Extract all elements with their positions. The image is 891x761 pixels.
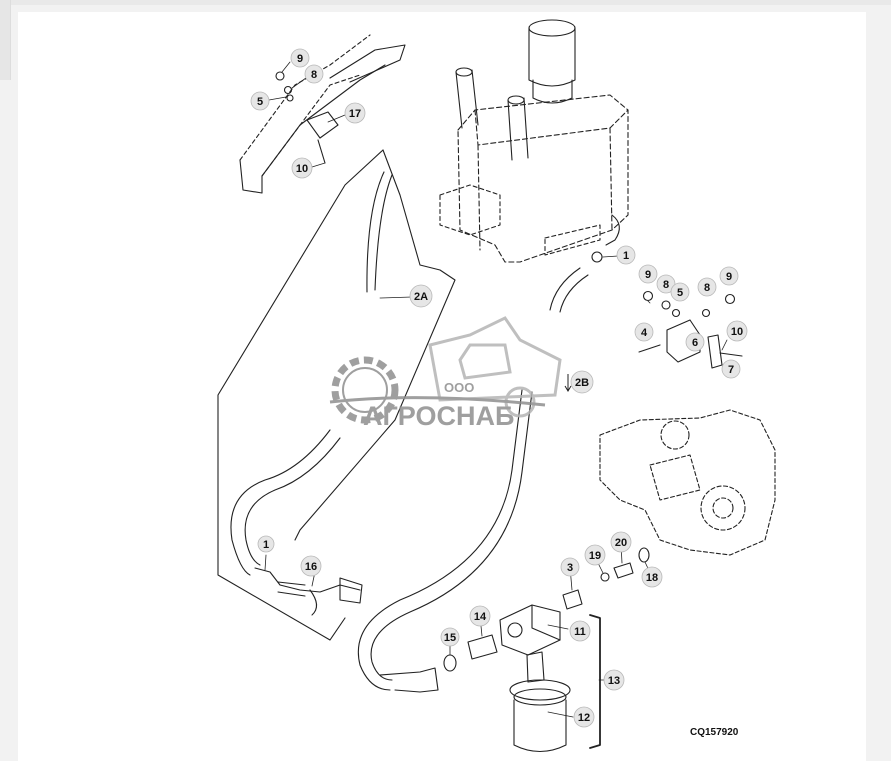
callout-bubble <box>560 557 580 577</box>
callout-label: 11 <box>574 626 586 638</box>
callout-label: 20 <box>615 537 627 549</box>
callout-label: 19 <box>589 550 601 562</box>
exploded-parts-diagram: ООО АГРОСНАБ 9 8 5 17 <box>217 19 776 753</box>
callout-bubble <box>641 566 663 588</box>
callout-bubble <box>726 320 748 342</box>
callout-bubble <box>685 332 705 352</box>
callout-label: 12 <box>578 712 590 724</box>
pump-fittings <box>562 547 650 610</box>
callout-bubble <box>257 535 275 553</box>
callout-label: 5 <box>257 96 263 108</box>
callout-label: 1 <box>623 250 629 262</box>
bracket-assembly <box>638 290 743 369</box>
hydraulic-tank <box>439 19 629 263</box>
callout-bubble <box>603 669 625 691</box>
callout-bubble <box>634 322 654 342</box>
callout-label: 8 <box>311 69 317 81</box>
callout-label: 18 <box>646 572 658 584</box>
callout-label: 8 <box>663 279 669 291</box>
callout-label: 5 <box>677 287 683 299</box>
callout-bubble <box>670 282 690 302</box>
callout-bubble <box>440 627 460 647</box>
pressure-hose <box>357 389 533 693</box>
callout-bubble <box>573 706 595 728</box>
callout-bubble <box>569 620 591 642</box>
callout-label: 8 <box>704 282 710 294</box>
callout-bubble <box>719 266 739 286</box>
callout-bubble <box>570 370 594 394</box>
callout-label: 10 <box>731 326 743 338</box>
top-edge <box>0 0 891 5</box>
callout-label: 17 <box>349 108 361 120</box>
assembly-bracket-13 <box>589 614 601 749</box>
callout-bubble <box>610 531 632 553</box>
frame-rail <box>239 34 406 194</box>
callouts <box>250 48 748 728</box>
suction-hose-lower-left <box>230 429 363 616</box>
callout-label: 13 <box>608 675 620 687</box>
callout-bubble <box>250 91 270 111</box>
parts-diagram-sheet: ООО АГРОСНАБ 9 8 5 17 <box>18 12 866 761</box>
callout-bubble <box>469 605 491 627</box>
callout-label: 1 <box>263 539 269 551</box>
watermark-logo: ООО АГРОСНАБ <box>329 316 562 431</box>
watermark-company-prefix: ООО <box>444 380 474 395</box>
callout-bubble <box>409 284 433 308</box>
suction-hose-upper <box>366 171 589 313</box>
leader-lines <box>264 61 728 718</box>
watermark-company-name: АГРОСНАБ <box>363 401 514 431</box>
callout-label: 2B <box>575 377 589 389</box>
callout-bubble <box>656 274 676 294</box>
callout-bubble <box>300 555 322 577</box>
arrow-down-icon <box>564 374 572 392</box>
callout-bubble <box>638 264 658 284</box>
hardware-top-left <box>275 71 339 164</box>
callout-label: 9 <box>645 269 651 281</box>
callout-label: 9 <box>726 271 732 283</box>
callout-bubble <box>697 277 717 297</box>
filter-element <box>509 651 571 753</box>
callout-bubble <box>721 359 741 379</box>
callout-label: 7 <box>728 364 734 376</box>
callout-label: 4 <box>641 327 648 339</box>
callout-label: 6 <box>692 337 698 349</box>
callout-bubble <box>291 157 313 179</box>
callout-label: 9 <box>297 53 303 65</box>
callout-bubble <box>616 245 636 265</box>
callout-bubble <box>584 544 606 566</box>
callout-label: 16 <box>305 561 317 573</box>
callout-bubble <box>344 102 366 124</box>
callout-bubble <box>290 48 310 68</box>
callout-label: 14 <box>474 611 487 623</box>
callout-label: 2A <box>414 291 428 303</box>
return-line-outline <box>217 149 456 641</box>
callout-label: 3 <box>567 562 573 574</box>
filter-head <box>499 604 561 656</box>
figure-reference-code: CQ157920 <box>690 727 739 738</box>
callout-label: 10 <box>296 163 308 175</box>
callout-label: 15 <box>444 632 456 644</box>
left-panel-edge <box>0 0 11 80</box>
hydraulic-pump <box>599 409 776 556</box>
callout-bubble <box>304 64 324 84</box>
